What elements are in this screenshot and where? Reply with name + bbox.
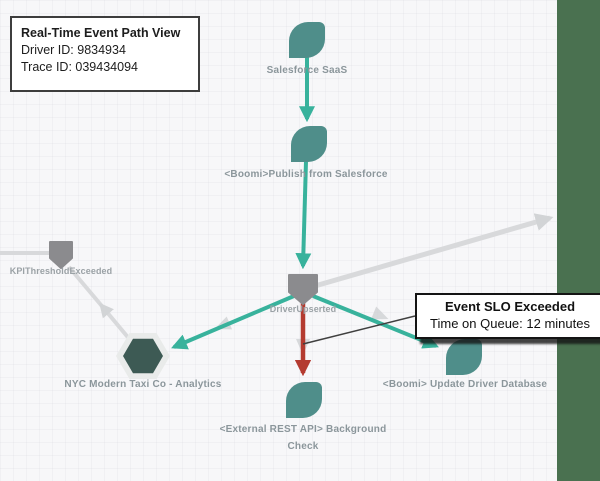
slo-exceeded-tooltip: Event SLO Exceeded Time on Queue: 12 min… [415, 293, 600, 339]
label-kpi-threshold-exceeded: KPIThresholdExceeded [9, 266, 113, 276]
node-driver-upserted-event[interactable] [288, 274, 318, 305]
node-kpi-threshold-exceeded-event[interactable] [49, 241, 73, 269]
label-background-check: <External REST API> Background Check [219, 424, 387, 452]
edge-analytics-to-kpi [67, 265, 133, 343]
label-driver-upserted: DriverUpserted [269, 304, 337, 314]
tooltip-callout-line [302, 315, 416, 345]
slo-tooltip-detail: Time on Queue: 12 minutes [430, 316, 590, 331]
label-boomi-publish: <Boomi>Publish from Salesforce [224, 169, 388, 180]
right-side-panel-edge [557, 0, 600, 481]
label-salesforce-saas: Salesforce SaaS [266, 65, 348, 76]
edge-driverupserted-to-analytics [171, 294, 295, 350]
node-boomi-publish[interactable] [291, 126, 327, 162]
trace-info-trace-id: Trace ID: 039434094 [21, 60, 138, 74]
node-salesforce-saas[interactable] [289, 22, 325, 58]
label-nyc-analytics: NYC Modern Taxi Co - Analytics [64, 379, 222, 390]
trace-info-driver-id: Driver ID: 9834934 [21, 43, 126, 57]
edge-publish-to-driverupserted [295, 160, 312, 270]
node-background-check[interactable] [286, 382, 322, 418]
node-update-driver-database[interactable] [446, 339, 482, 375]
edge-driverupserted-to-offscreen-right [307, 213, 554, 291]
node-nyc-analytics[interactable] [123, 338, 163, 374]
label-update-driver-database: <Boomi> Update Driver Database [382, 379, 548, 390]
trace-info-panel: Real-Time Event Path View Driver ID: 983… [10, 16, 200, 92]
slo-tooltip-title: Event SLO Exceeded [444, 299, 576, 314]
trace-info-title: Real-Time Event Path View [21, 26, 181, 40]
